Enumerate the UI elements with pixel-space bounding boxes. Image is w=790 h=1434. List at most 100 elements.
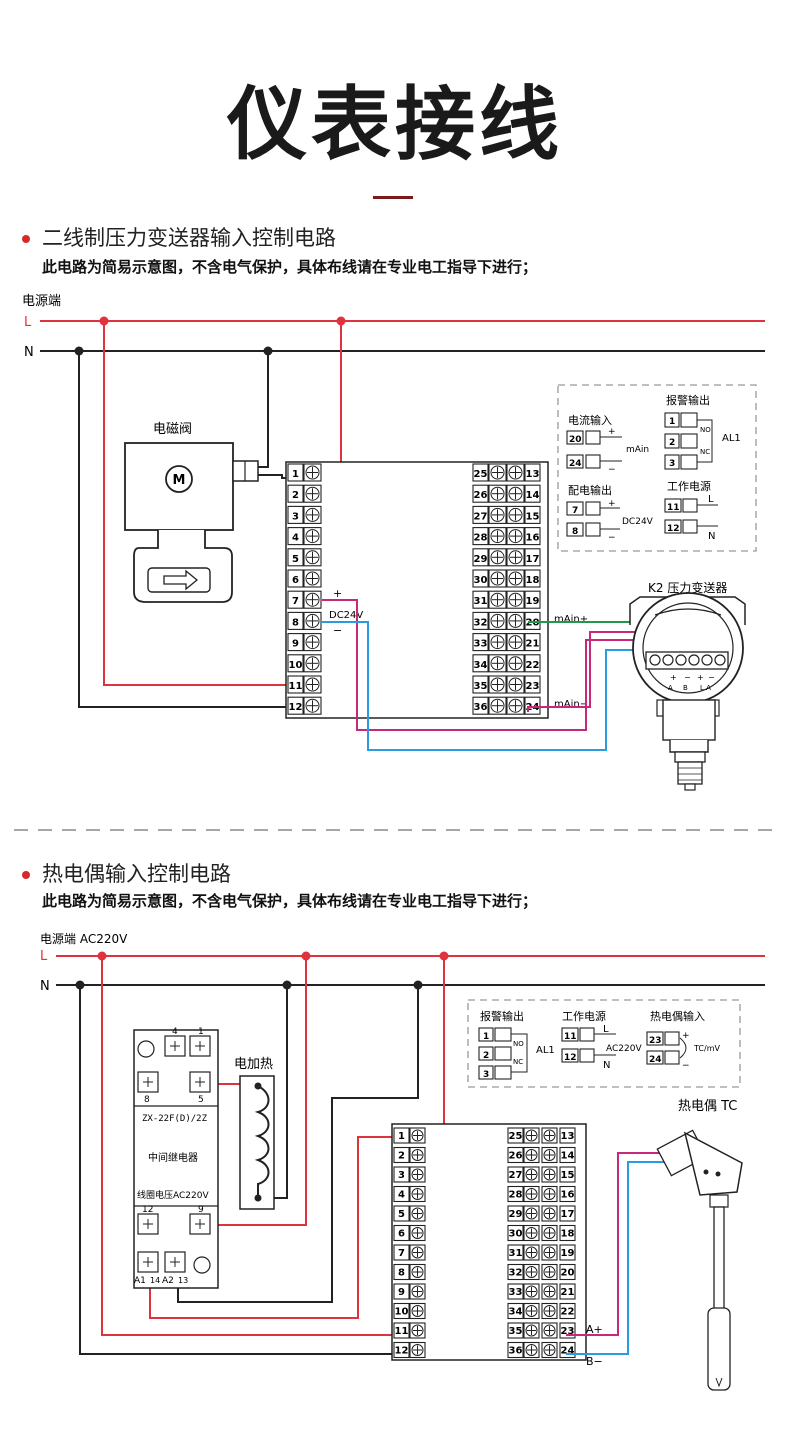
svg-text:+: +	[682, 1031, 690, 1041]
terminal-number: 34	[474, 660, 488, 671]
terminal-number: 16	[561, 1190, 575, 1201]
flow-arrow-icon	[163, 569, 199, 591]
terminal-number: 35	[509, 1326, 523, 1337]
svg-text:1: 1	[198, 1027, 204, 1037]
terminal-number: 16	[526, 533, 540, 544]
terminal-number: 31	[509, 1248, 523, 1259]
terminal-number: 13	[526, 469, 540, 480]
legend-power-out: 配电输出 7 8 + − DC24V	[566, 483, 654, 543]
terminal-number: 21	[526, 639, 540, 650]
terminal-number: 14	[526, 490, 540, 501]
terminal-number: 1	[292, 469, 299, 480]
svg-text:报警输出: 报警输出	[666, 393, 710, 407]
svg-text:L: L	[708, 494, 714, 505]
terminal-number: 27	[474, 511, 488, 522]
terminal-number: 12	[289, 702, 303, 713]
terminal-number: 13	[561, 1131, 575, 1142]
svg-text:DC24V: DC24V	[622, 517, 654, 527]
terminal-number: 27	[509, 1170, 523, 1181]
title-underline	[373, 196, 413, 199]
svg-text:12: 12	[667, 524, 680, 534]
heater: 电加热	[234, 1057, 275, 1210]
svg-text:5: 5	[198, 1095, 204, 1105]
terminal-number: 1	[398, 1131, 405, 1142]
terminal-number: 4	[398, 1190, 405, 1201]
svg-text:20: 20	[569, 435, 582, 445]
terminal-number: 32	[509, 1268, 523, 1279]
terminal-number: 33	[474, 639, 488, 650]
terminal-number: 8	[398, 1268, 405, 1279]
terminal-number: 22	[526, 660, 540, 671]
terminal-number: 19	[561, 1248, 575, 1259]
terminal-number: 7	[292, 596, 299, 607]
svg-text:14: 14	[150, 1276, 160, 1285]
terminal-number: 10	[395, 1307, 409, 1318]
wire-n-valve	[258, 351, 269, 468]
dc24v-label: DC24V	[329, 610, 363, 621]
svg-text:工作电源: 工作电源	[667, 479, 711, 493]
terminal-number: 3	[398, 1170, 405, 1181]
terminal-number: 32	[474, 617, 488, 628]
svg-text:2: 2	[483, 1051, 489, 1061]
motor-label: M	[173, 473, 186, 488]
terminal-number: 28	[474, 533, 488, 544]
terminal-number: 29	[474, 554, 488, 565]
terminal-number: 9	[292, 639, 299, 650]
svg-text:AC220V: AC220V	[606, 1044, 642, 1054]
svg-text:TC/mV: TC/mV	[693, 1044, 720, 1053]
terminal-number: 26	[474, 490, 488, 501]
relay-coil-voltage: 线圈电压AC220V	[137, 1189, 209, 1201]
terminal-number: 36	[474, 702, 488, 713]
svg-text:AL1: AL1	[722, 433, 741, 444]
terminal-number: 5	[292, 554, 299, 565]
terminal-number: 36	[509, 1346, 523, 1357]
svg-text:24: 24	[569, 459, 582, 469]
legend-box	[467, 999, 741, 1088]
section2-diagram: 电源端 AC220V L N	[40, 932, 765, 1391]
terminal-number: 25	[509, 1131, 523, 1142]
terminal-number: 26	[509, 1151, 523, 1162]
svg-text:AL1: AL1	[536, 1045, 555, 1056]
svg-text:热电偶 TC: 热电偶 TC	[678, 1099, 737, 1114]
terminal-number: 15	[561, 1170, 575, 1181]
terminal-number: 25	[474, 469, 488, 480]
mAin-plus-label: mAin+	[554, 614, 588, 625]
svg-text:11: 11	[667, 503, 680, 513]
bullet-dot-icon	[22, 235, 30, 243]
svg-text:−: −	[682, 1061, 690, 1071]
relay-name: 中间继电器	[148, 1151, 198, 1164]
terminal-number: 19	[526, 596, 540, 607]
svg-text:mAin: mAin	[626, 445, 649, 455]
svg-text:A: A	[668, 684, 673, 692]
terminal-number: 6	[398, 1229, 405, 1240]
svg-text:3: 3	[483, 1070, 489, 1080]
svg-text:4: 4	[172, 1027, 178, 1037]
terminal-number: 5	[398, 1209, 405, 1220]
terminal-number: 30	[474, 575, 488, 586]
svg-text:+: +	[608, 427, 616, 437]
svg-text:A1: A1	[134, 1276, 146, 1286]
svg-text:+: +	[697, 673, 704, 682]
section2-note: 此电路为简易示意图，不含电气保护，具体布线请在专业电工指导下进行；	[42, 892, 538, 910]
relay-model: ZX-22F(D)/2Z	[142, 1114, 208, 1124]
legend-tc-input: 热电偶输入 23 24 + − TC/mV	[646, 1009, 720, 1071]
terminal-number: 20	[561, 1268, 575, 1279]
svg-text:NO: NO	[513, 1040, 524, 1048]
power-label: 电源端 AC220V	[40, 932, 128, 946]
svg-text:工作电源: 工作电源	[562, 1009, 606, 1023]
l-label: L	[40, 949, 48, 964]
terminal-number: 7	[398, 1248, 405, 1259]
n-label: N	[40, 979, 50, 994]
legend-work-power: 工作电源 11 12 L N AC220V	[561, 1009, 642, 1071]
terminal-number: 18	[561, 1229, 575, 1240]
wire-l-term11	[103, 321, 290, 686]
legend-alarm-output: 报警输出 1 2 3 NO NC AL1	[664, 393, 741, 470]
terminal-number: 29	[509, 1209, 523, 1220]
svg-text:24: 24	[649, 1055, 662, 1065]
svg-text:−: −	[684, 673, 691, 682]
